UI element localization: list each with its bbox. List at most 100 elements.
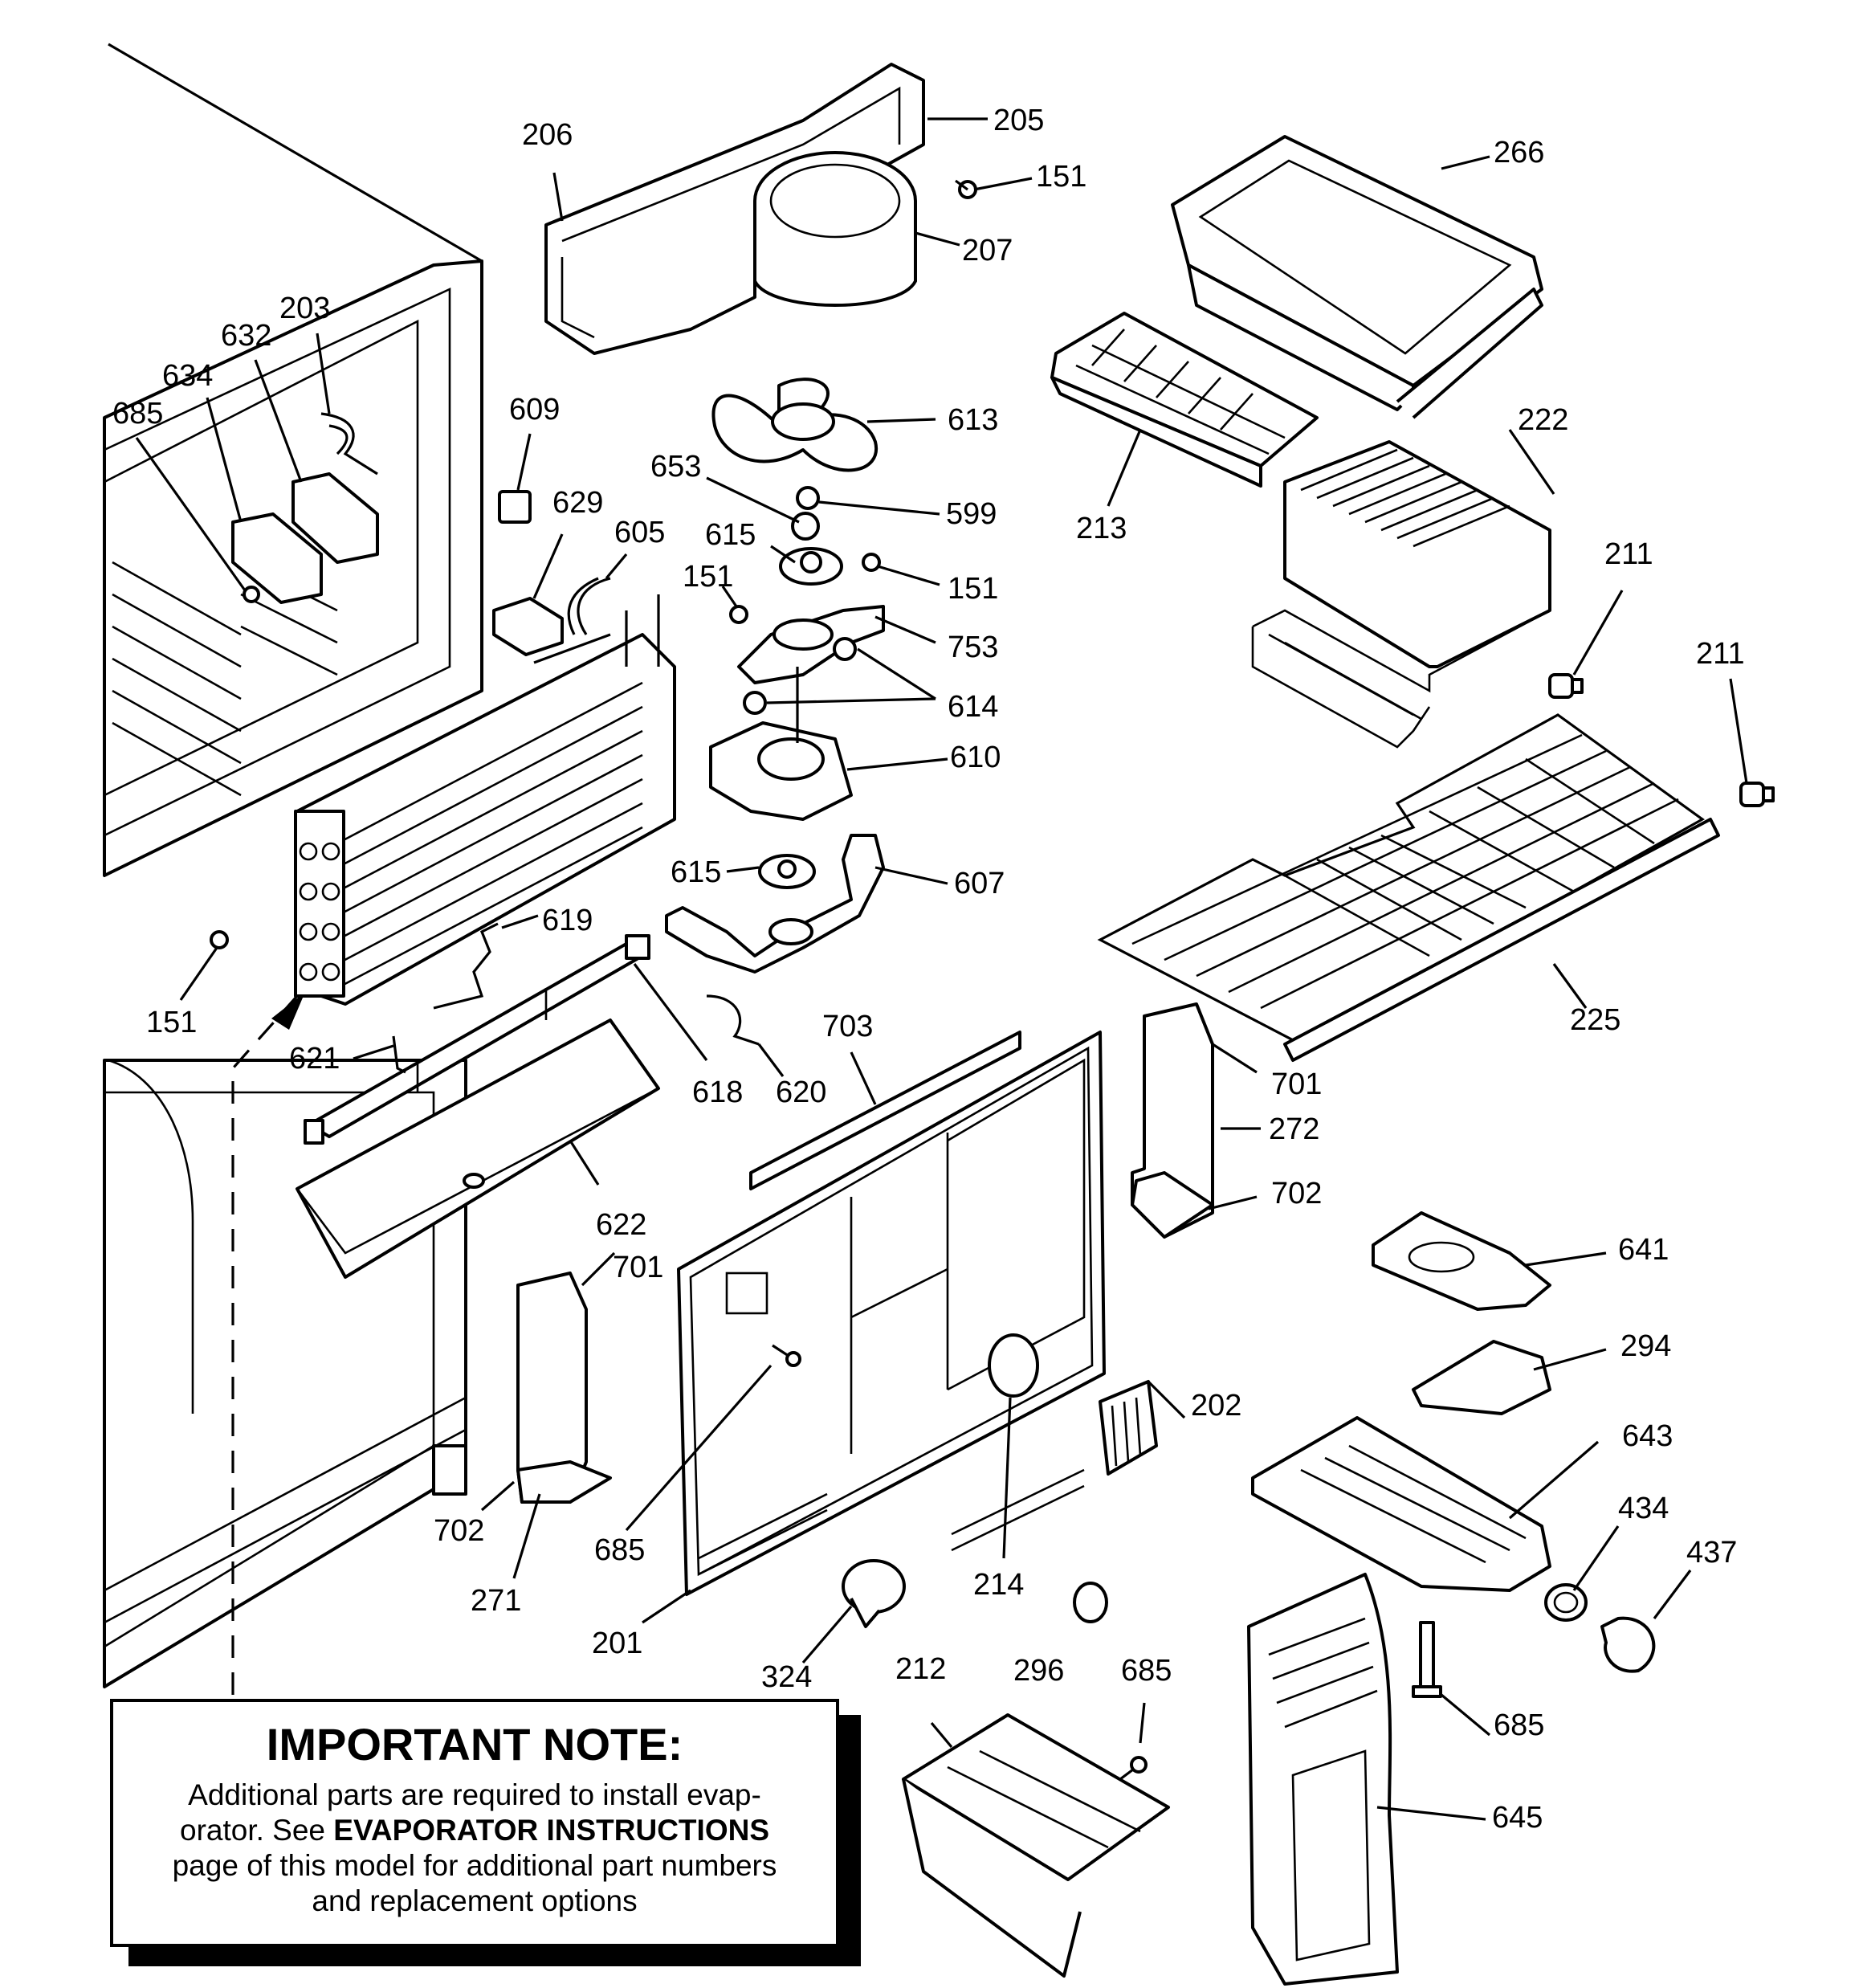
part-614-grommet-b	[743, 691, 767, 715]
label-620: 620	[776, 1076, 826, 1109]
label-151-top: 151	[1036, 160, 1086, 194]
screw-685-panel	[772, 1344, 801, 1367]
part-634-cover	[231, 512, 323, 604]
screw-685-left	[243, 586, 260, 603]
part-222-wire-shelf	[1251, 440, 1551, 749]
screw-685-212	[1119, 1756, 1148, 1781]
evaporator-coil	[294, 594, 676, 1006]
part-201-back-panel	[677, 1031, 1106, 1596]
part-211-clip-a	[1548, 673, 1584, 699]
part-599-nut	[796, 486, 820, 510]
label-214: 214	[973, 1568, 1024, 1602]
label-685-bolt: 685	[1494, 1708, 1544, 1742]
part-613-fan-blade	[711, 378, 879, 472]
part-703-strip	[749, 1031, 1021, 1190]
part-610-fan-motor	[709, 667, 853, 821]
label-629: 629	[552, 486, 603, 520]
label-610: 610	[950, 741, 1001, 774]
part-296-cap	[1073, 1582, 1108, 1623]
evaporator-instructions-ref: EVAPORATOR INSTRUCTIONS	[333, 1814, 769, 1847]
part-324-knob	[842, 1559, 906, 1628]
screw-685-bolt	[1412, 1621, 1442, 1698]
part-607-bracket	[665, 834, 885, 974]
label-202: 202	[1191, 1389, 1241, 1423]
part-211-clip-b	[1739, 782, 1775, 807]
label-641: 641	[1618, 1233, 1669, 1267]
part-213-ice-tray	[1050, 312, 1319, 488]
label-643: 643	[1622, 1419, 1673, 1453]
label-211-lower: 211	[1696, 637, 1745, 671]
part-653-washer	[791, 512, 820, 541]
label-701-right: 701	[1271, 1067, 1322, 1101]
note-line-1: Additional parts are required to install…	[188, 1778, 761, 1811]
label-753: 753	[948, 631, 998, 664]
label-618: 618	[692, 1076, 743, 1109]
label-437: 437	[1686, 1536, 1737, 1570]
part-619-wire	[433, 922, 499, 1010]
label-271: 271	[471, 1584, 521, 1618]
part-434-socket	[1544, 1583, 1588, 1622]
label-621: 621	[289, 1042, 340, 1076]
label-653: 653	[650, 450, 701, 484]
label-605: 605	[614, 516, 665, 549]
label-622: 622	[596, 1208, 646, 1242]
arrowhead	[271, 992, 305, 1030]
label-645: 645	[1492, 1801, 1543, 1835]
note-line-3: page of this model for additional part n…	[172, 1849, 777, 1882]
label-201: 201	[592, 1627, 642, 1660]
part-labels: 206 205 151 207 266 203 632 634 685 609 …	[112, 104, 1745, 1835]
cabinet-ribs	[112, 561, 338, 797]
label-609: 609	[509, 393, 560, 427]
part-614-grommet-a	[833, 637, 857, 661]
part-214-disc	[988, 1333, 1039, 1398]
label-615-upper: 615	[705, 518, 756, 552]
label-324: 324	[761, 1660, 812, 1694]
label-434: 434	[1618, 1492, 1669, 1525]
note-body: Additional parts are required to install…	[113, 1778, 836, 1919]
part-202-grille	[1099, 1380, 1158, 1476]
label-294: 294	[1620, 1329, 1671, 1363]
part-615-grommet-lower	[758, 854, 816, 889]
part-641-plate	[1372, 1211, 1551, 1311]
part-629-sleeve	[492, 597, 564, 656]
note-title: IMPORTANT NOTE:	[266, 1719, 683, 1770]
label-151-right: 151	[948, 572, 998, 606]
label-203: 203	[279, 292, 330, 325]
label-211-upper: 211	[1604, 537, 1653, 571]
label-702-left: 702	[434, 1514, 484, 1548]
label-619: 619	[542, 904, 593, 937]
part-605-tube	[567, 577, 611, 635]
part-225-shelf	[1097, 713, 1720, 1062]
part-753-bracket	[737, 605, 885, 684]
note-line-2-text: orator. See	[180, 1814, 334, 1847]
label-266: 266	[1494, 136, 1544, 169]
screw-151-mid	[729, 605, 748, 624]
part-645-cover	[1247, 1573, 1399, 1986]
part-615-grommet-upper	[779, 547, 843, 586]
label-634: 634	[162, 359, 213, 393]
part-609-switch	[498, 490, 532, 524]
note-line-4: and replacement options	[312, 1884, 638, 1917]
label-207: 207	[962, 234, 1013, 267]
screw-151-left	[210, 930, 229, 949]
label-613: 613	[948, 403, 998, 437]
label-206: 206	[522, 118, 573, 152]
label-685-left: 685	[112, 397, 163, 431]
label-615-lower: 615	[671, 855, 721, 889]
label-702-right: 702	[1271, 1177, 1322, 1210]
part-643-shield	[1251, 1416, 1551, 1592]
label-272: 272	[1269, 1112, 1319, 1146]
label-632: 632	[221, 319, 271, 353]
part-203-tube	[320, 412, 378, 476]
label-685-panel: 685	[594, 1533, 645, 1567]
label-222: 222	[1518, 403, 1568, 437]
label-212: 212	[895, 1652, 946, 1686]
label-151-mid: 151	[683, 560, 733, 594]
part-266-ice-bin	[1171, 135, 1543, 419]
part-632-housing	[291, 472, 379, 564]
part-622-drain-trough	[296, 1018, 660, 1279]
label-599: 599	[946, 497, 997, 531]
label-151-left: 151	[146, 1006, 197, 1039]
label-296: 296	[1013, 1654, 1064, 1688]
